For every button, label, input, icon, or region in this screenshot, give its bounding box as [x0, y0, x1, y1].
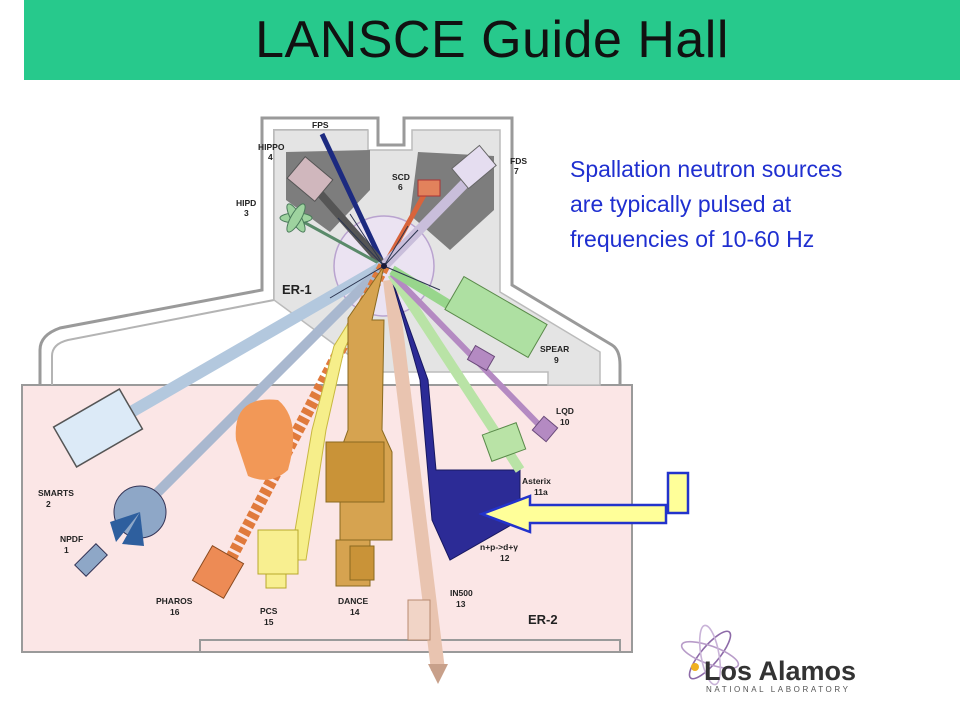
- label-smarts: SMARTS: [38, 488, 74, 498]
- page-title: LANSCE Guide Hall: [255, 11, 729, 69]
- pharos-instrument: [191, 544, 245, 600]
- scd-instrument: [417, 179, 441, 197]
- label-pharos-num: 16: [170, 607, 180, 617]
- label-lqd: LQD: [556, 406, 574, 416]
- label-in500-num: 13: [456, 599, 466, 609]
- hipd-flight-path: [299, 218, 385, 268]
- pointer-arrow: [478, 494, 668, 534]
- lqd-flight-path: [389, 271, 547, 433]
- npdf-detector: [110, 485, 167, 546]
- atom-icon: [680, 624, 740, 686]
- label-pharos: PHAROS: [156, 596, 193, 606]
- lqd-instrument: [531, 415, 559, 443]
- label-fds: FDS: [510, 156, 527, 166]
- in500-arrow-head: [428, 664, 448, 684]
- label-hippo: HIPPO: [258, 142, 285, 152]
- note-line-1: Spallation neutron sources: [570, 156, 843, 182]
- logo-name: Los Alamos: [704, 656, 856, 686]
- fds-instrument: [451, 144, 497, 190]
- label-fps: FPS: [312, 120, 329, 130]
- label-dance-num: 14: [350, 607, 360, 617]
- label-asterix: Asterix: [522, 476, 551, 486]
- npdf-base: [74, 543, 108, 577]
- spear-instrument: [444, 275, 548, 359]
- label-in500: IN500: [450, 588, 473, 598]
- label-scd: SCD: [392, 172, 410, 182]
- label-npdg: n+p->d+γ: [480, 542, 518, 552]
- label-hippo-num: 4: [268, 152, 273, 162]
- label-dance: DANCE: [338, 596, 369, 606]
- pharos-shield: [235, 399, 294, 480]
- in500-detector: [407, 599, 431, 641]
- label-hipd-num: 3: [244, 208, 249, 218]
- inner-wall: [51, 129, 368, 385]
- pcs-instrument: [257, 529, 299, 575]
- atom-nucleus: [691, 663, 699, 671]
- fps-flight-path: [319, 132, 387, 268]
- label-smarts-num: 2: [46, 499, 51, 509]
- label-asterix-num: 11a: [534, 487, 548, 497]
- label-spear-num: 9: [554, 355, 559, 365]
- label-npdg-num: 12: [500, 553, 510, 563]
- npdf-flight-path: [136, 262, 388, 514]
- note-line-3: frequencies of 10-60 Hz: [570, 226, 815, 252]
- label-hipd: HIPD: [236, 198, 256, 208]
- label-npdf-num: 1: [64, 545, 69, 555]
- beam-rays: [329, 213, 441, 299]
- note-line-2: are typically pulsed at: [570, 191, 792, 217]
- smarts-flight-path: [96, 260, 388, 436]
- title-bar: LANSCE Guide Hall: [24, 0, 960, 80]
- target-core: [381, 263, 387, 269]
- label-scd-num: 6: [398, 182, 403, 192]
- outer-wall: [38, 116, 622, 385]
- pcs-base: [265, 573, 287, 589]
- pulse-note: Spallation neutron sources are typically…: [570, 152, 960, 257]
- hipd-detector: [279, 203, 313, 233]
- asterix-instrument: [481, 422, 527, 462]
- logo-subtitle: NATIONAL LABORATORY: [706, 685, 851, 694]
- label-er1: ER-1: [282, 282, 312, 297]
- los-alamos-logo: Los Alamos NATIONAL LABORATORY: [680, 624, 856, 694]
- dance-instrument: [325, 441, 385, 503]
- hippo-instrument: [286, 156, 334, 202]
- smarts-instrument: [52, 388, 144, 468]
- label-er2: ER-2: [528, 612, 558, 627]
- label-pcs-num: 15: [264, 617, 274, 627]
- label-fds-num: 7: [514, 166, 519, 176]
- arrow-tail-box: [666, 471, 690, 515]
- label-spear: SPEAR: [540, 344, 569, 354]
- label-npdf: NPDF: [60, 534, 83, 544]
- spear-lens: [466, 344, 496, 372]
- label-lqd-num: 10: [560, 417, 570, 427]
- hippo-flight-path: [306, 179, 388, 269]
- dance-side: [349, 545, 375, 581]
- label-pcs: PCS: [260, 606, 278, 616]
